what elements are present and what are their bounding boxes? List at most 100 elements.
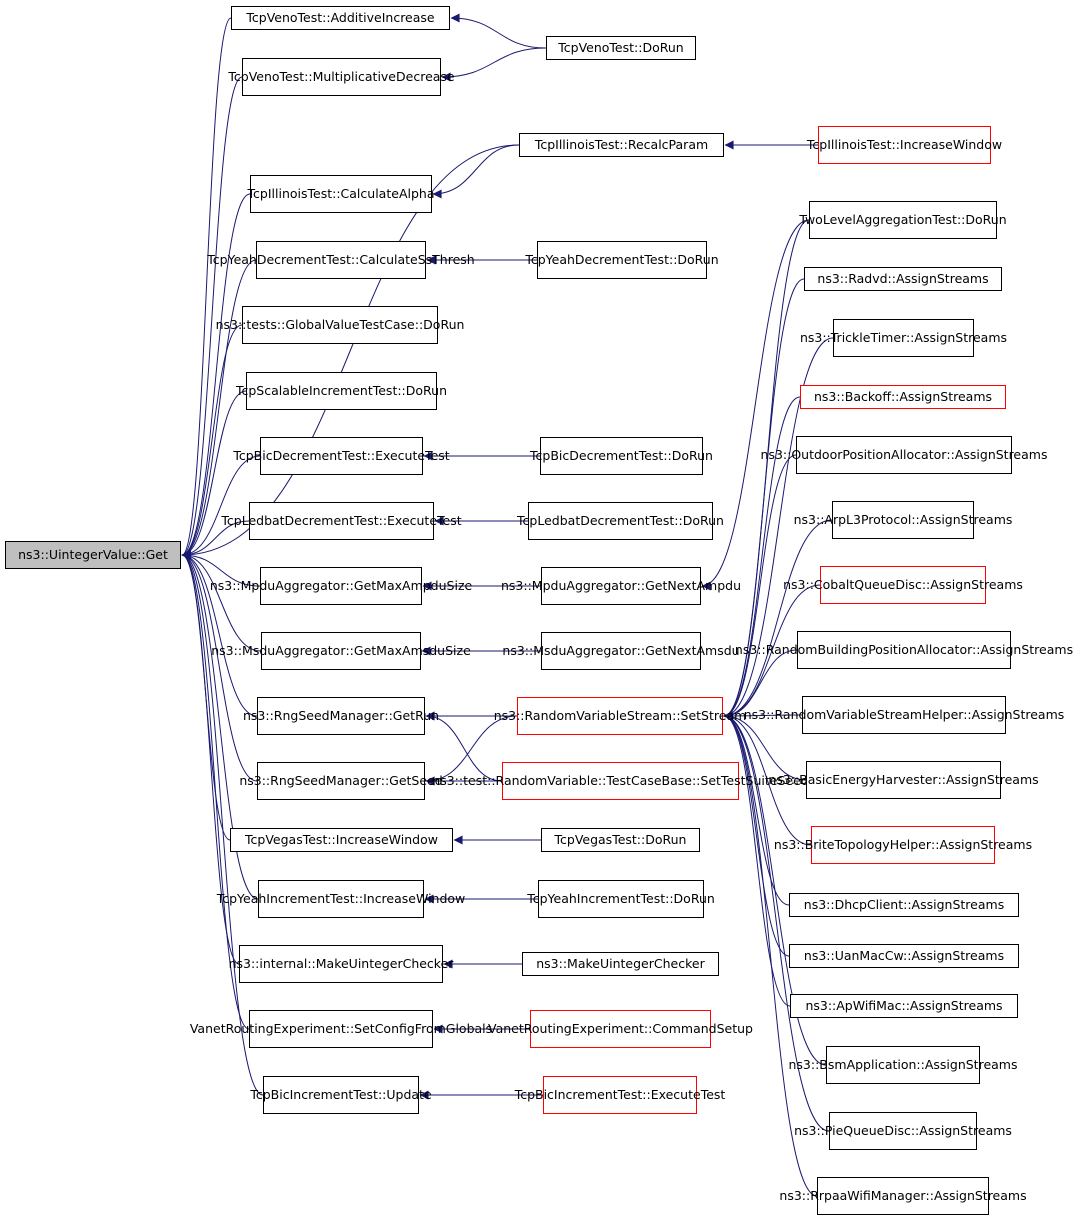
graph-node-twolevelaggregationtest-dorun[interactable]: TwoLevelAggregationTest::DoRun [799,201,1007,239]
graph-node-ns3-apwifimac-assignstreams[interactable]: ns3::ApWifiMac::AssignStreams [790,994,1018,1018]
edge-n16-to-n0 [181,550,250,1030]
edge-n41-to-n25 [723,711,803,721]
graph-node-label: TcpIllinoisTest::Calculate [247,186,399,201]
edge-n5-to-n0 [181,324,243,560]
graph-node-ns3-backoff-assignstreams[interactable]: ns3::Backoff::AssignStreams [800,385,1006,409]
graph-node-label: ns3::BsmApplication [788,1057,917,1072]
graph-node-label: ::AssignStreams [911,512,1013,527]
edge-n40-to-n25 [723,649,798,721]
graph-node-label: ::GetRun [384,708,440,723]
graph-node-tcpvenotest-dorun[interactable]: TcpVenoTest::DoRun [546,36,696,60]
edge-n46-to-n25 [723,711,791,1007]
graph-node-label: ::SetConfigFromGlobals [345,1021,493,1036]
graph-node-label: AssignStreams [914,330,1008,345]
graph-node-ns3-rngseedmanager-getseed[interactable]: ns3::RngSeedManager::GetSeed [239,762,443,800]
call-graph [181,13,834,1197]
graph-node-ns3-radvd-assignstreams[interactable]: ns3::Radvd::AssignStreams [804,267,1002,291]
graph-node-vanetroutingexperiment-commandsetup[interactable]: VanetRoutingExperiment::CommandSetup [488,1010,753,1048]
graph-node-label: ::GetNextAmsdu [636,643,740,658]
graph-node-label: Alpha [398,186,435,201]
graph-node-label: ::GetNextAmpdu [636,578,741,593]
graph-node-tcpledbatdecrementtest-executetest[interactable]: TcpLedbatDecrementTest::ExecuteTest [221,502,462,540]
graph-node-label: TcpScalableIncrementTest [235,383,398,398]
graph-node-tcpyeahdecrementtest-calculatessthresh[interactable]: TcpYeahDecrementTest::CalculateSsThresh [207,241,475,279]
graph-node-tcpyeahincrementtest-dorun[interactable]: TcpYeahIncrementTest::DoRun [527,880,715,918]
graph-node-ns3-cobaltqueuedisc-assignstreams[interactable]: ns3::CobaltQueueDisc::AssignStreams [783,566,1023,604]
graph-node-ns3-piequeuedisc-assignstreams[interactable]: ns3::PieQueueDisc::AssignStreams [794,1112,1012,1150]
graph-node-label: ::ExecuteTest [378,513,462,528]
graph-node-label: ::GetMaxAmpduSize [345,578,473,593]
graph-node-label: ns3::UintegerValue::Get [18,547,168,562]
graph-node-tcpbicdecrementtest-dorun[interactable]: TcpBicDecrementTest::DoRun [530,437,713,475]
graph-node-label: ns3::CobaltQueueDisc [783,577,922,592]
graph-node-ns3-mpduaggregator-getnextampdu[interactable]: ns3::MpduAggregator::GetNextAmpdu [501,567,741,605]
edge-n18-to-n1 [450,13,547,49]
graph-node-vanetroutingexperiment-setconfigfromglobals[interactable]: VanetRoutingExperiment::SetConfigFromGlo… [190,1010,492,1048]
graph-node-label: ns3::UanMacCw::AssignStreams [803,948,1005,963]
graph-node-tcpvenotest-additiveincrease[interactable]: TcpVenoTest::AdditiveIncrease [231,6,450,30]
graph-node-tcpillinoistest-recalcparam[interactable]: TcpIllinoisTest::RecalcParam [519,133,724,157]
edge-n19-to-n3 [432,144,520,199]
graph-node-label: ns3::tests::GlobalValueTest [215,317,385,332]
graph-node-label: ns3::Radvd::AssignStreams [817,271,989,286]
graph-node-tcpvegastest-dorun[interactable]: TcpVegasTest::DoRun [541,828,700,852]
graph-node-label: Decrease [396,69,455,84]
graph-node-ns3-bsmapplication-assignstreams[interactable]: ns3::BsmApplication::AssignStreams [789,1046,1018,1084]
graph-node-label: ns3::DhcpClient::AssignStreams [803,897,1005,912]
edge-n2-to-n0 [181,76,243,560]
graph-node-ns3-rngseedmanager-getrun[interactable]: ns3::RngSeedManager::GetRun [243,697,439,735]
graph-node-ns3-rrpaawifimanager-assignstreams[interactable]: ns3::RrpaaWifiManager::AssignStreams [779,1177,1027,1215]
graph-node-label: Window [952,137,1003,152]
graph-node-ns3-msduaggregator-getmaxamsdusize[interactable]: ns3::MsduAggregator::GetMaxAmsduSize [211,632,471,670]
graph-node-ns3-msduaggregator-getnextamsdu[interactable]: ns3::MsduAggregator::GetNextAmsdu [502,632,740,670]
graph-node-ns3-britetopologyhelper-assignstreams[interactable]: ns3::BriteTopologyHelper::AssignStreams [774,826,1032,864]
edge-n7-to-n0 [181,455,261,560]
graph-node-label: TcpBicDecrementTest [233,448,367,463]
graph-node-ns3-makeuintegerchecker[interactable]: ns3::MakeUintegerChecker [522,952,719,976]
graph-node-label: ::DoRun [668,252,719,267]
graph-node-ns3-basicenergyharvester-assignstreams[interactable]: ns3::BasicEnergyHarvester::AssignStreams [768,761,1039,799]
edge-n9-to-n0 [181,550,261,587]
edge-n19-to-n0 [181,144,520,560]
graph-node-label: TcpVenoTest::AdditiveIncrease [246,10,435,25]
edge-n48-to-n25 [723,711,830,1132]
graph-node-label: ns3::MpduAggregator [209,578,346,593]
graph-node-ns3-outdoorpositionallocator-assignstreams[interactable]: ns3::OutdoorPositionAllocator::AssignStr… [761,436,1047,474]
graph-node-label: ::AssignStreams [921,577,1023,592]
graph-node-tcpvegastest-increasewindow[interactable]: TcpVegasTest::IncreaseWindow [230,828,453,852]
graph-node-label: TcpBicIncrementTest [514,1087,643,1102]
graph-node-label: ns3::RandomVariableStream [743,707,923,722]
graph-node-ns3-mpduaggregator-getmaxampdusize[interactable]: ns3::MpduAggregator::GetMaxAmpduSize [210,567,472,605]
graph-node-label: ::IncreaseWindow [354,891,466,906]
graph-node-label: TcpVenoTest::DoRun [558,40,684,55]
edge-n35-to-n25 [723,337,834,721]
graph-node-tcpyeahincrementtest-increasewindow[interactable]: TcpYeahIncrementTest::IncreaseWindow [217,880,465,918]
graph-node-tcpledbatdecrementtest-dorun[interactable]: TcpLedbatDecrementTest::DoRun [517,502,724,540]
graph-node-tcpyeahdecrementtest-dorun[interactable]: TcpYeahDecrementTest::DoRun [525,241,719,279]
graph-node-tcpbicdecrementtest-executetest[interactable]: TcpBicDecrementTest::ExecuteTest [233,437,450,475]
graph-node-tcpbicincrementtest-executetest[interactable]: TcpBicIncrementTest::ExecuteTest [515,1076,725,1114]
graph-node-label: AssignStreams [919,1123,1012,1138]
graph-node-label: Case::DoRun [384,317,465,332]
graph-node-ns3-randomvariablestream-setstream[interactable]: ns3::RandomVariableStream::SetStream [494,697,746,735]
graph-node-label: TcpVenoTest::Multiplicative [228,69,397,84]
graph-node-ns3-trickletimer-assignstreams[interactable]: ns3::TrickleTimer::AssignStreams [800,319,1007,357]
graph-node-label: TcpYeahDecrementTest [207,252,351,267]
edge-n43-to-n25 [723,711,812,846]
graph-node-ns3-uanmaccw-assignstreams[interactable]: ns3::UanMacCw::AssignStreams [789,944,1019,968]
graph-node-label: ::CalculateSsThresh [350,252,475,267]
graph-node-label: ns3::BriteTopologyHelper [773,837,932,852]
graph-node-ns3-test-randomvariable-testcasebase-settestsuiteseed[interactable]: ns3::test::RandomVariable::TestCaseBase:… [432,762,809,800]
graph-node-ns3-dhcpclient-assignstreams[interactable]: ns3::DhcpClient::AssignStreams [789,893,1019,917]
edge-n8-to-n0 [181,520,250,560]
graph-node-tcpbicincrementtest-update[interactable]: TcpBicIncrementTest::Update [250,1076,432,1114]
graph-node-ns3-arpl3protocol-assignstreams[interactable]: ns3::ArpL3Protocol::AssignStreams [794,501,1012,539]
graph-node-tcpscalableincrementtest-dorun[interactable]: TcpScalableIncrementTest::DoRun [236,372,447,410]
